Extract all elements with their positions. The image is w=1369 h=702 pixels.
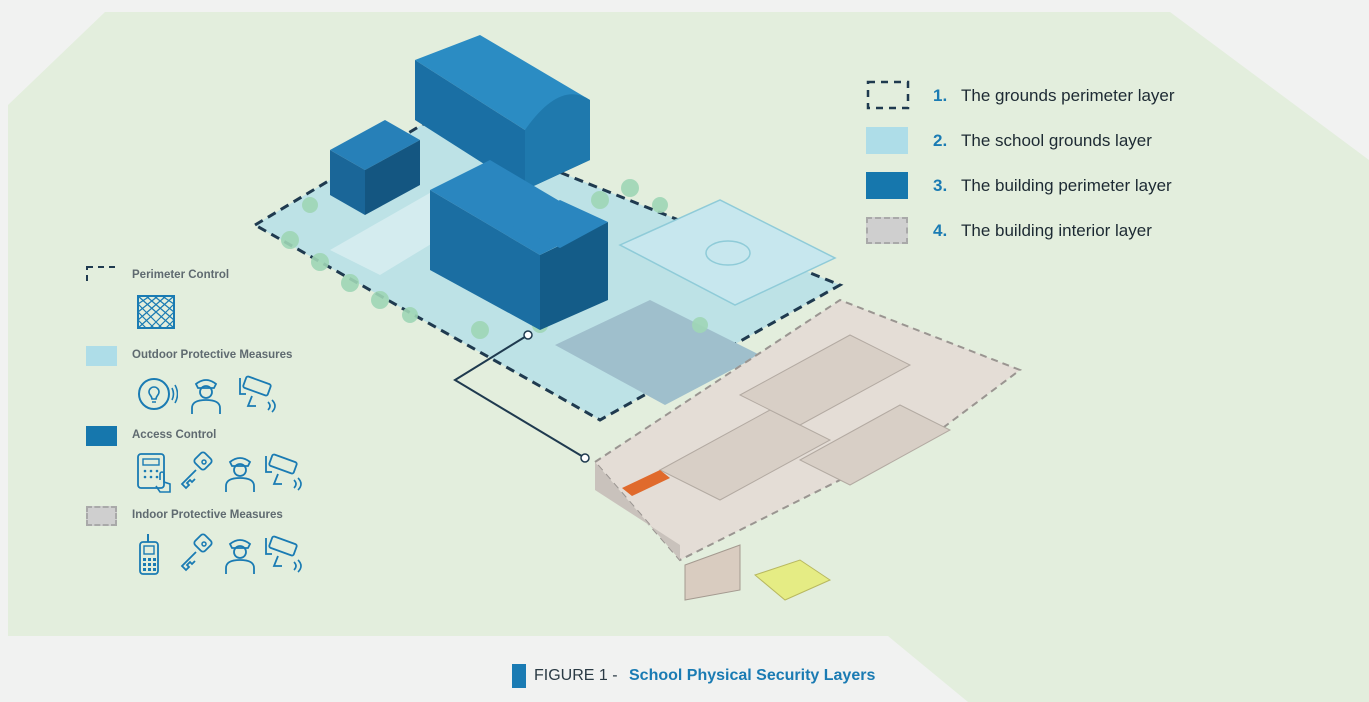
key-icon	[180, 451, 213, 490]
surveillance-camera-icon	[265, 453, 302, 491]
legend-label: The grounds perimeter layer	[961, 86, 1175, 105]
light-blue-swatch	[866, 127, 908, 154]
gray-dashed-swatch	[86, 506, 117, 526]
security-officer-icon	[191, 379, 221, 414]
small-building	[330, 120, 420, 215]
dashed-outline-swatch	[866, 80, 910, 110]
parking-lot	[555, 300, 760, 405]
main-building	[430, 160, 608, 330]
legend-number: 1.	[933, 86, 948, 105]
legend-item-school-grounds: 2. The school grounds layer	[866, 125, 1266, 155]
connector-line	[453, 334, 586, 459]
legend-item-building-interior: 4. The building interior layer	[866, 215, 1266, 245]
measure-label: Indoor Protective Measures	[132, 509, 283, 521]
radio-icon	[139, 534, 159, 575]
legend-label: The building interior layer	[961, 221, 1152, 240]
dashed-outline-swatch	[86, 266, 117, 286]
keypad-icon	[137, 453, 171, 493]
dark-blue-swatch	[866, 172, 908, 199]
light-blue-swatch	[86, 346, 117, 366]
caption-prefix: FIGURE 1 -	[534, 667, 618, 684]
legend-item-grounds-perimeter: 1. The grounds perimeter layer	[866, 80, 1266, 110]
legend-item-building-perimeter: 3. The building perimeter layer	[866, 170, 1266, 200]
measure-label: Access Control	[132, 429, 217, 441]
legend-label: The building perimeter layer	[961, 176, 1172, 195]
basketball-court	[618, 199, 837, 306]
dark-blue-swatch	[86, 426, 117, 446]
fence-gate-icon	[137, 295, 175, 329]
key-icon	[180, 533, 213, 572]
measure-label: Perimeter Control	[132, 269, 230, 281]
surveillance-camera-icon	[265, 535, 302, 573]
legend-number: 3.	[933, 176, 948, 195]
caption-accent-bar	[512, 664, 526, 688]
gray-dashed-swatch	[866, 217, 908, 244]
legend-number: 2.	[933, 131, 948, 150]
interior-floorplan	[593, 298, 1023, 601]
legend-number: 4.	[933, 221, 948, 240]
caption-title: School Physical Security Layers	[629, 667, 876, 684]
measure-label: Outdoor Protective Measures	[132, 349, 293, 361]
surveillance-camera-icon	[239, 375, 276, 413]
security-officer-icon	[225, 457, 255, 492]
gymnasium	[415, 35, 590, 190]
security-officer-icon	[225, 539, 255, 574]
legend-label: The school grounds layer	[961, 131, 1152, 150]
lighting-icon	[138, 378, 178, 410]
